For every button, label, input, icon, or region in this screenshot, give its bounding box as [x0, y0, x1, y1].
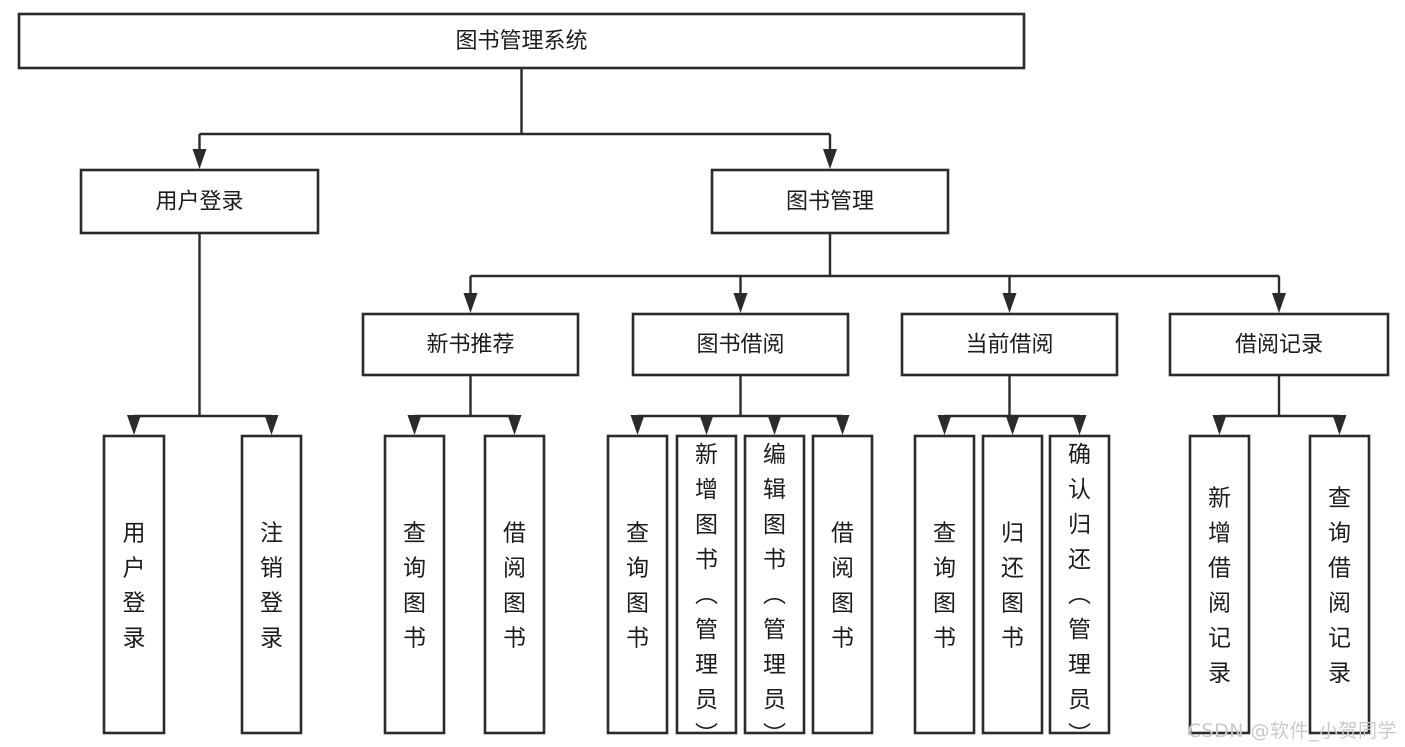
node-leaf-add-book-admin-box: [675, 434, 738, 735]
arrow-head-icon: [937, 415, 952, 435]
node-leaf-return-book-label: 归还图书: [1001, 521, 1024, 652]
node-leaf-user-login-label: 用户登录: [123, 521, 146, 652]
arrow-head-icon: [507, 415, 522, 435]
node-leaf-query-book-rec-label: 查询图书: [403, 521, 426, 652]
node-leaf-edit-book-admin-box: [743, 434, 806, 735]
node-book-manage-label: 图书管理: [786, 190, 874, 215]
node-leaf-query-book-bor[interactable]: 查询图书: [606, 434, 669, 735]
node-leaf-borrow-book-bor[interactable]: 借阅图书: [811, 434, 874, 735]
csdn-watermark: CSDN @软件_小贺同学: [1187, 720, 1397, 742]
node-leaf-add-borrow-record-box: [1188, 434, 1251, 735]
arrow-head-icon: [1332, 415, 1347, 435]
node-leaf-user-logout-box: [240, 434, 303, 735]
node-leaf-edit-book-admin-label: 编辑图书︵管理员︶: [763, 442, 786, 747]
arrow-head-icon: [733, 293, 748, 313]
node-borrow-record-label: 借阅记录: [1235, 333, 1323, 358]
node-new-book-recommend-label: 新书推荐: [426, 333, 514, 358]
node-root-system-box: [17, 12, 1026, 70]
arrow-head-icon: [699, 415, 714, 435]
node-leaf-add-book-admin[interactable]: 新增图书︵管理员︶: [675, 434, 738, 747]
node-book-borrow-label: 图书借阅: [696, 333, 784, 358]
node-leaf-query-book-bor-label: 查询图书: [626, 521, 649, 652]
node-leaf-confirm-return-box: [1048, 434, 1111, 735]
arrow-head-icon: [835, 415, 850, 435]
node-leaf-borrow-book-rec-label: 借阅图书: [503, 521, 526, 652]
node-current-borrow-label: 当前借阅: [965, 333, 1053, 358]
node-leaf-query-borrow-record-label: 查询借阅记录: [1328, 486, 1351, 687]
node-book-manage-box: [710, 168, 950, 235]
node-leaf-query-book-cur-label: 查询图书: [933, 521, 956, 652]
node-leaf-query-book-rec-box: [383, 434, 446, 735]
node-borrow-record[interactable]: 借阅记录: [1168, 312, 1390, 377]
node-leaf-user-logout-label: 注销登录: [260, 521, 283, 652]
node-leaf-add-book-admin-label: 新增图书︵管理员︶: [695, 442, 718, 747]
node-leaf-query-borrow-record-box: [1308, 434, 1371, 735]
nodes-layer: 图书管理系统用户登录图书管理新书推荐图书借阅当前借阅借阅记录用户登录注销登录查询…: [17, 12, 1390, 747]
node-leaf-user-logout[interactable]: 注销登录: [240, 434, 303, 735]
node-borrow-record-box: [1168, 312, 1390, 377]
node-leaf-user-login-box: [102, 434, 166, 735]
node-root-system[interactable]: 图书管理系统: [17, 12, 1026, 70]
node-leaf-query-borrow-record[interactable]: 查询借阅记录: [1308, 434, 1371, 735]
arrow-head-icon: [767, 415, 782, 435]
arrow-head-icon: [1212, 415, 1227, 435]
arrow-head-icon: [1072, 415, 1087, 435]
node-new-book-recommend[interactable]: 新书推荐: [361, 312, 580, 377]
node-leaf-user-login[interactable]: 用户登录: [102, 434, 166, 735]
arrow-head-icon: [463, 293, 478, 313]
node-leaf-borrow-book-bor-label: 借阅图书: [831, 521, 854, 652]
node-leaf-query-book-cur-box: [913, 434, 976, 735]
node-book-borrow[interactable]: 图书借阅: [631, 312, 850, 377]
arrow-head-icon: [1005, 415, 1020, 435]
arrow-head-icon: [1272, 293, 1286, 313]
node-leaf-add-borrow-record-label: 新增借阅记录: [1208, 486, 1231, 687]
node-leaf-query-book-bor-box: [606, 434, 669, 735]
arrow-head-icon: [630, 415, 645, 435]
node-current-borrow-box: [900, 312, 1119, 377]
node-leaf-borrow-book-bor-box: [811, 434, 874, 735]
arrow-head-icon: [1002, 293, 1017, 313]
connectors-layer: [127, 68, 1347, 435]
node-current-borrow[interactable]: 当前借阅: [900, 312, 1119, 377]
node-user-login-label: 用户登录: [155, 190, 243, 215]
arrow-head-icon: [264, 415, 279, 435]
node-book-borrow-box: [631, 312, 850, 377]
node-leaf-confirm-return[interactable]: 确认归还︵管理员︶: [1048, 434, 1111, 747]
arrow-head-icon: [127, 415, 141, 435]
node-leaf-borrow-book-rec-box: [483, 434, 546, 735]
node-leaf-return-book-box: [981, 434, 1044, 735]
arrow-head-icon: [823, 149, 837, 169]
arrow-head-icon: [407, 415, 422, 435]
node-leaf-query-book-rec[interactable]: 查询图书: [383, 434, 446, 735]
node-leaf-confirm-return-label: 确认归还︵管理员︶: [1068, 442, 1091, 747]
arrow-head-icon: [192, 149, 207, 169]
node-user-login[interactable]: 用户登录: [79, 168, 320, 235]
node-leaf-return-book[interactable]: 归还图书: [981, 434, 1044, 735]
node-new-book-recommend-box: [361, 312, 580, 377]
node-root-system-label: 图书管理系统: [455, 29, 587, 54]
node-user-login-box: [79, 168, 320, 235]
node-leaf-borrow-book-rec[interactable]: 借阅图书: [483, 434, 546, 735]
node-leaf-add-borrow-record[interactable]: 新增借阅记录: [1188, 434, 1251, 735]
node-book-manage[interactable]: 图书管理: [710, 168, 950, 235]
node-leaf-edit-book-admin[interactable]: 编辑图书︵管理员︶: [743, 434, 806, 747]
node-leaf-query-book-cur[interactable]: 查询图书: [913, 434, 976, 735]
